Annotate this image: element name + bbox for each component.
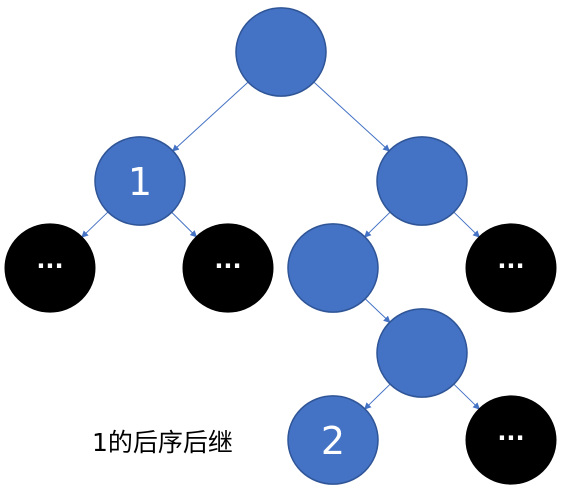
tree-node-right-left — [287, 223, 379, 313]
edges-layer — [81, 81, 481, 410]
tree-node-n2: 2 — [287, 395, 379, 485]
edge-right-to-right-left — [363, 211, 391, 238]
tree-node-right — [376, 136, 468, 226]
edge-right-to-right-right-child — [453, 211, 481, 238]
node-label-n1-right-child: ··· — [214, 252, 241, 280]
node-circle-n2 — [287, 395, 379, 485]
node-circle-right-right-child — [465, 223, 557, 313]
node-circle-right — [376, 136, 468, 226]
node-label-n2: 2 — [321, 419, 345, 463]
nodes-layer: 1 ··· ··· ··· 2 ··· — [4, 7, 557, 485]
tree-node-mid-right-child: ··· — [465, 395, 557, 485]
edge-n1-to-n1-left-child — [81, 211, 109, 238]
node-label-mid-right-child: ··· — [497, 424, 524, 452]
tree-node-root — [235, 7, 327, 97]
edge-mid-to-mid-right-child — [453, 383, 481, 410]
tree-node-n1-left-child: ··· — [4, 223, 96, 313]
node-circle-n1-right-child — [182, 223, 274, 313]
postorder-successor-annotation: 1的后序后继 — [92, 428, 233, 457]
node-circle-mid — [376, 308, 468, 398]
node-circle-n1-left-child — [4, 223, 96, 313]
tree-node-mid — [376, 308, 468, 398]
tree-node-n1: 1 — [94, 136, 186, 226]
edge-right-left-to-mid — [364, 298, 391, 323]
edge-n1-to-n1-right-child — [171, 211, 198, 238]
node-circle-right-left — [287, 223, 379, 313]
edge-root-to-right — [313, 81, 391, 152]
edge-mid-to-n2 — [363, 383, 391, 410]
node-label-right-right-child: ··· — [497, 252, 524, 280]
node-circle-mid-right-child — [465, 395, 557, 485]
node-circle-root — [235, 7, 327, 97]
tree-node-n1-right-child: ··· — [182, 223, 274, 313]
edge-root-to-n1 — [171, 81, 249, 152]
node-label-n1: 1 — [128, 160, 152, 204]
tree-node-right-right-child: ··· — [465, 223, 557, 313]
node-circle-n1 — [94, 136, 186, 226]
node-label-n1-left-child: ··· — [36, 252, 63, 280]
